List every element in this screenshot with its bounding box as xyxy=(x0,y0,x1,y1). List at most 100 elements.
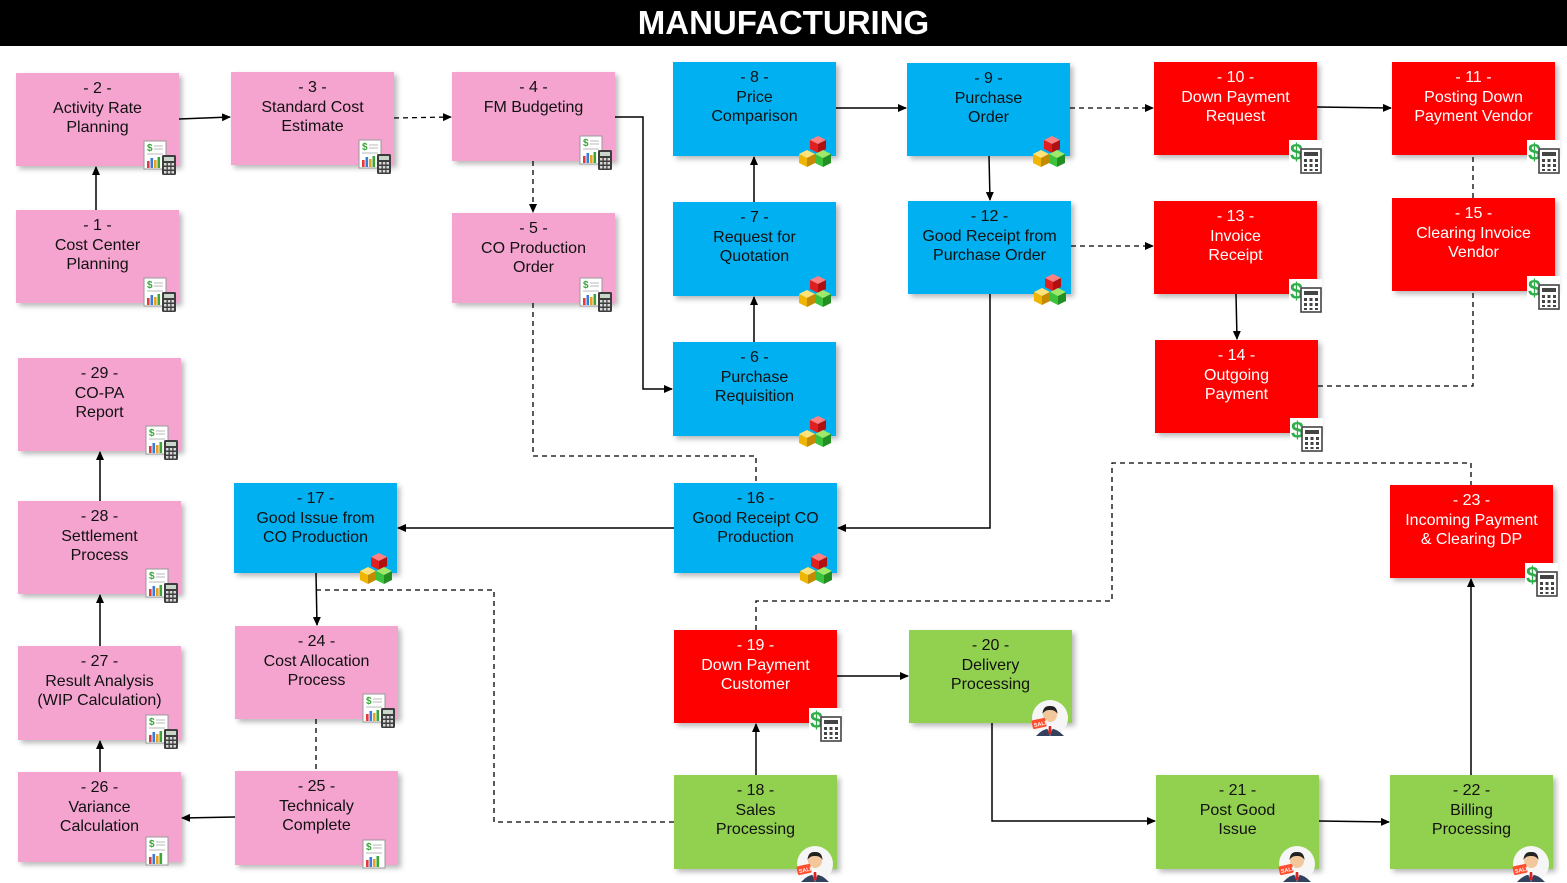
connector-n12-n16 xyxy=(837,294,991,532)
salesman-icon xyxy=(796,845,834,883)
step-label: (WIP Calculation) xyxy=(37,692,162,709)
step-number: - 2 - xyxy=(83,80,112,97)
step-number: - 9 - xyxy=(974,70,1003,87)
step-label: Outgoing xyxy=(1204,366,1269,384)
step-label: Receipt xyxy=(1208,247,1263,264)
step-number: - 5 - xyxy=(519,220,548,237)
step-label: Technicaly xyxy=(279,797,354,815)
step-number: - 17 - xyxy=(296,490,335,507)
connector-n10-n11 xyxy=(1316,103,1392,112)
step-label: Report xyxy=(75,404,124,421)
step-label: Payment xyxy=(1204,386,1269,403)
step-number: - 16 - xyxy=(736,490,775,507)
report-calculator-icon xyxy=(142,713,180,751)
report-calculator-icon xyxy=(359,692,397,730)
connector-n13-n14 xyxy=(1232,293,1241,340)
step-label: Planning xyxy=(66,119,129,136)
step-label: Delivery xyxy=(961,656,1020,674)
step-label: Planning xyxy=(66,256,129,273)
step-label: Purchase xyxy=(954,89,1023,107)
dollar-calculator-icon xyxy=(1522,560,1560,598)
step-label: Good Receipt from xyxy=(922,227,1057,245)
step-label: Down Payment xyxy=(701,656,810,674)
step-number: - 3 - xyxy=(298,79,327,96)
salesman-icon xyxy=(1512,845,1550,883)
step-label: CO Production xyxy=(481,239,586,257)
step-label: Purchase Order xyxy=(933,247,1046,264)
process-box-17[interactable]: - 17 - Good Issue from CO Production xyxy=(234,483,397,573)
step-label: Settlement xyxy=(61,527,138,545)
step-number: - 22 - xyxy=(1452,782,1491,799)
connector-n21-n22 xyxy=(1318,817,1390,826)
step-label: Posting Down xyxy=(1424,88,1523,106)
step-number: - 11 - xyxy=(1455,69,1492,86)
step-label: Payment Vendor xyxy=(1414,108,1533,125)
step-number: - 28 - xyxy=(80,508,119,525)
report-calculator-icon xyxy=(142,567,180,605)
step-label: Standard Cost xyxy=(261,98,364,116)
step-label: Processing xyxy=(1431,821,1512,838)
step-number: - 15 - xyxy=(1454,205,1493,222)
report-calculator-icon xyxy=(576,134,614,172)
step-label: Calculation xyxy=(59,818,140,835)
step-number: - 20 - xyxy=(971,637,1010,654)
step-number: - 29 - xyxy=(80,365,119,382)
salesman-icon xyxy=(1031,699,1069,737)
step-label: Post Good xyxy=(1199,801,1276,819)
cubes-icon xyxy=(357,551,395,589)
connector-n17-n18 xyxy=(316,589,674,823)
step-number: - 18 - xyxy=(736,782,775,799)
cubes-icon xyxy=(1030,134,1068,172)
step-label: Requisition xyxy=(714,388,795,405)
step-label: Request for xyxy=(713,228,796,246)
page-title: MANUFACTURING xyxy=(0,0,1567,46)
connector-n14-n15 xyxy=(1318,291,1474,387)
step-label: Estimate xyxy=(281,118,344,135)
report-calculator-icon xyxy=(142,424,180,462)
cubes-icon xyxy=(796,134,834,172)
report-calculator-icon xyxy=(140,276,178,314)
step-label: Down Payment xyxy=(1181,88,1290,106)
step-number: - 1 - xyxy=(83,217,112,234)
step-label: Result Analysis xyxy=(45,672,154,690)
step-number: - 23 - xyxy=(1452,492,1491,509)
step-number: - 4 - xyxy=(519,79,548,96)
report-icon xyxy=(359,838,397,876)
cubes-icon xyxy=(796,274,834,312)
process-box-27[interactable]: - 27 -Result Analysis(WIP Calculation) xyxy=(18,646,181,740)
step-label: CO-PA xyxy=(74,384,125,402)
step-label: Good Receipt CO xyxy=(692,509,819,527)
step-number: - 25 - xyxy=(297,778,336,795)
step-label: Invoice xyxy=(1210,227,1261,245)
step-label: CO Production xyxy=(263,529,368,546)
dollar-calculator-icon xyxy=(1286,276,1324,314)
step-label: Quotation xyxy=(719,248,790,265)
report-icon xyxy=(142,835,180,873)
step-label: Purchase xyxy=(720,368,789,386)
step-number: - 10 - xyxy=(1216,69,1255,86)
connector-n2-n3 xyxy=(178,113,231,122)
cubes-icon xyxy=(797,551,835,589)
step-label: FM Budgeting xyxy=(483,98,584,116)
step-label: Complete xyxy=(282,817,351,834)
step-label: Issue xyxy=(1218,821,1257,838)
step-label: Cost Center xyxy=(54,236,141,254)
connector-n4-n6 xyxy=(615,116,673,393)
step-number: - 24 - xyxy=(297,633,336,650)
step-number: - 26 - xyxy=(80,779,119,796)
connector-n25-n26 xyxy=(181,813,236,822)
step-label: Processing xyxy=(715,821,796,838)
step-label: Good Issue from xyxy=(256,509,375,527)
dollar-calculator-icon xyxy=(1524,137,1562,175)
